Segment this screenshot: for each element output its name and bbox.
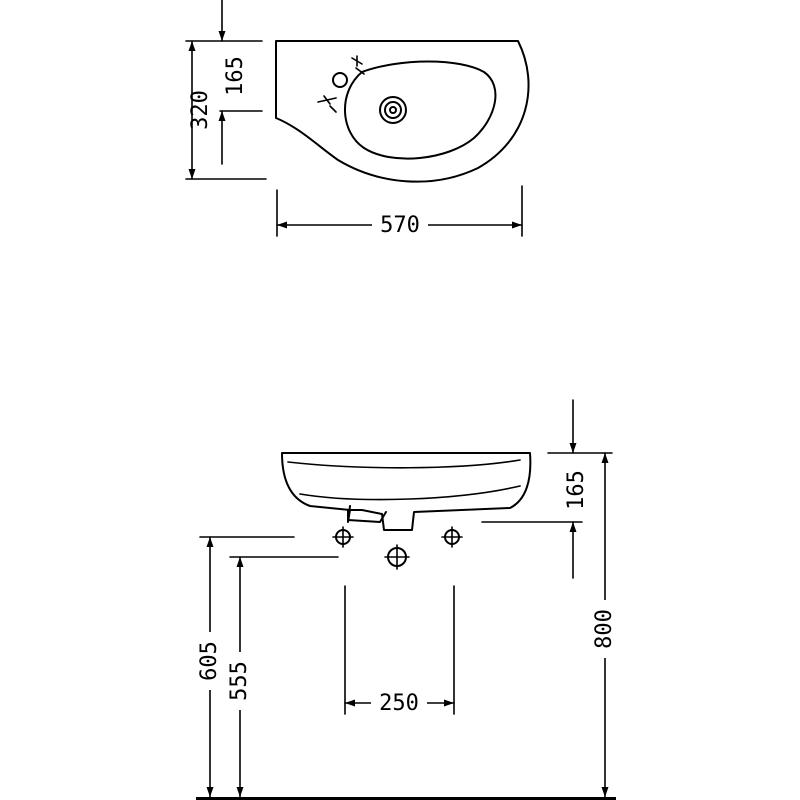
tap-hole-icon: [332, 72, 348, 88]
basin-outline-top: [275, 40, 530, 183]
drain-icon: [379, 96, 407, 124]
dim-label-supply-spacing: 250: [379, 691, 419, 716]
top-view: 320 165 570: [185, 0, 530, 238]
supply-right-icon: [441, 526, 463, 548]
dim-label-tap-offset: 165: [223, 56, 248, 96]
basin-inner-line: [299, 485, 521, 501]
front-view: 165 800 605 555 250: [196, 399, 618, 800]
tap-mark-icon: [317, 55, 365, 113]
dim-label-bowl-height: 165: [564, 470, 589, 510]
dim-label-depth: 320: [188, 90, 213, 130]
waste-outlet-icon: [384, 544, 410, 570]
basin-rim-line: [287, 459, 521, 469]
dim-label-waste-height: 555: [227, 661, 252, 701]
basin-bowl-top: [344, 60, 497, 160]
dim-label-supply-height: 605: [197, 641, 222, 681]
supply-left-icon: [332, 526, 354, 548]
basin-outline-front: [281, 452, 532, 531]
dim-label-width: 570: [380, 213, 420, 238]
overflow-trap: [347, 505, 387, 523]
dim-label-total-height: 800: [592, 609, 617, 649]
